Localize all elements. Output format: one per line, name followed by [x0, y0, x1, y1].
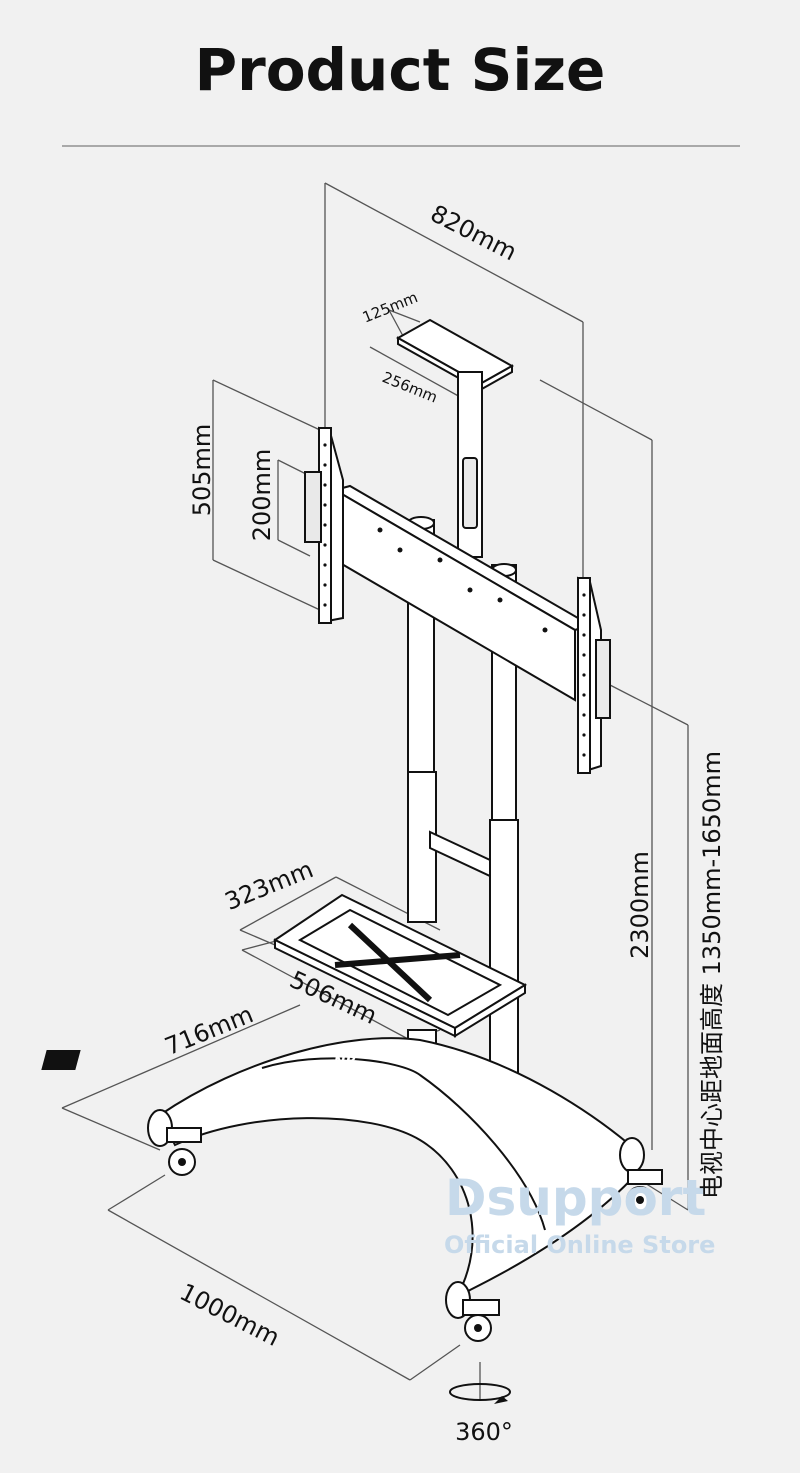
nb-logo-text: NB [334, 1054, 356, 1070]
nb-logo: NB [41, 1050, 356, 1070]
dim-bracket-inner: 200mm [248, 449, 276, 542]
title-divider [62, 145, 740, 147]
dim-top-width: 820mm [426, 199, 521, 266]
stand-base [158, 1037, 642, 1301]
tv-stand-drawing: NB [41, 318, 663, 1342]
caster-right [626, 1169, 663, 1214]
dim-total-height: 2300mm [626, 851, 654, 959]
watermark-subtitle: Official Online Store [444, 1231, 715, 1259]
watermark-brand: Dsupport [445, 1169, 706, 1227]
dim-base-depth: 716mm [161, 1000, 257, 1061]
dim-base-width: 1000mm [175, 1278, 284, 1352]
dim-bracket-height: 505mm [188, 424, 216, 517]
caster-front [462, 1299, 500, 1342]
dim-tray-width: 323mm [221, 855, 317, 916]
dim-tray-top-width: 125mm [360, 288, 420, 326]
page-title: Product Size [194, 36, 606, 104]
dim-center-height: 电视中心距地面高度 1350mm-1650mm [698, 751, 726, 1199]
column-crossbar [429, 830, 491, 878]
caster-left [166, 1127, 202, 1176]
dim-rotation: 360° [455, 1418, 513, 1446]
dim-tray-top-depth: 256mm [380, 368, 440, 406]
rotation-arrow-icon [449, 1383, 511, 1404]
watermark: Dsupport Official Online Store [444, 1169, 715, 1259]
